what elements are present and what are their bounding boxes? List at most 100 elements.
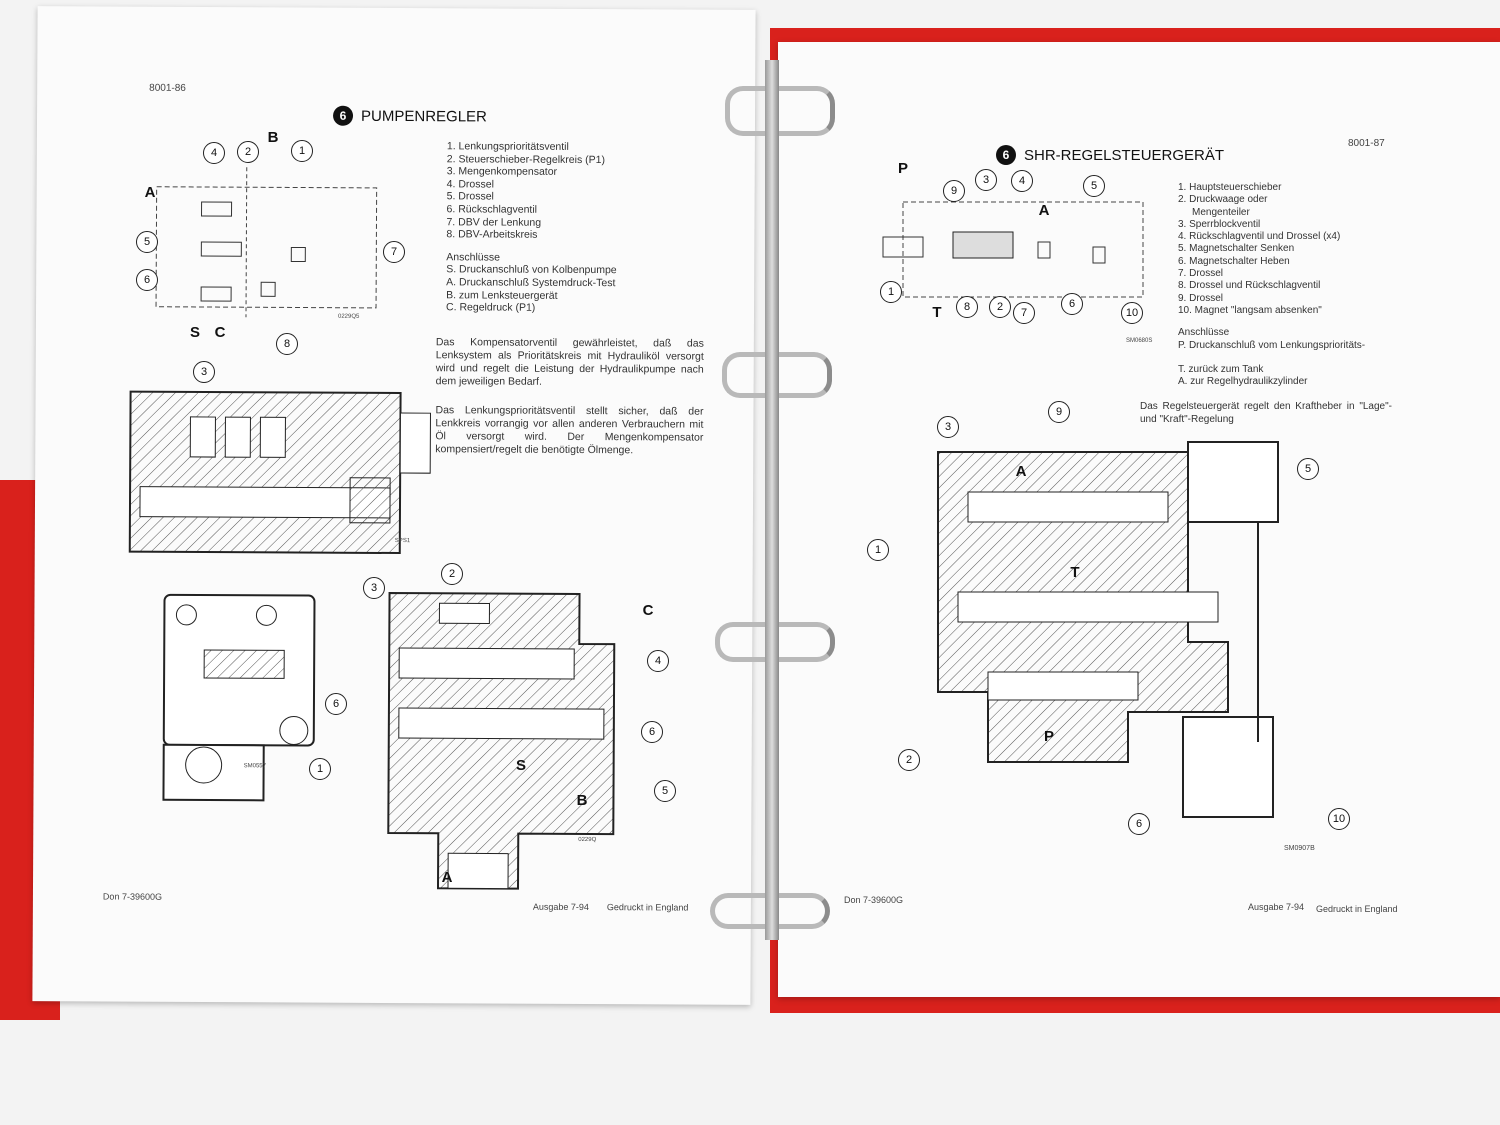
callout-number: 10	[1328, 808, 1350, 830]
list-item: 3. Sperrblockventil	[1178, 218, 1261, 230]
hydraulic-schematic	[882, 201, 1144, 298]
callout-number: 5	[654, 780, 676, 802]
footer-doc-number: Don 7-39600G	[844, 895, 904, 905]
control-valve-section-view	[937, 441, 1279, 818]
list-item: 6. Rückschlagventil	[446, 203, 538, 216]
page-title: PUMPENREGLER	[360, 107, 487, 125]
callout-number: 7	[1013, 302, 1035, 324]
callout-number: 1	[291, 140, 313, 162]
list-item: 4. Rückschlagventil und Drossel (x4)	[1178, 231, 1341, 243]
callout-number: 7	[383, 241, 405, 263]
callout-number: 4	[203, 142, 225, 164]
footer-issue: Ausgabe 7-94	[532, 901, 589, 913]
paragraph: Das Lenkungsprioritätsventil stellt sich…	[435, 404, 704, 457]
connections-heading: Anschlüsse	[446, 251, 501, 264]
list-item: S. Druckanschluß von Kolbenpumpe	[446, 263, 617, 277]
callout-number: 1	[309, 758, 331, 780]
list-item: P. Druckanschluß vom Lenkungsprioritäts-	[1178, 339, 1366, 351]
figure-code: 0229Q5	[337, 313, 360, 320]
section-heading: 6 SHR-REGELSTEUERGERÄT	[996, 145, 1224, 165]
page-number: 8001-87	[1348, 138, 1385, 149]
callout-number: 3	[937, 416, 959, 438]
callout-number: 6	[1061, 293, 1083, 315]
list-item: 5. Magnetschalter Senken	[1178, 243, 1295, 255]
callout-number: 4	[1011, 170, 1033, 192]
callout-number: 1	[880, 281, 902, 303]
right-page: 8001-87 6 SHR-REGELSTEUERGERÄT 1. Haupts…	[778, 42, 1500, 997]
valve-block-front-view	[162, 593, 316, 802]
port-letter: A	[441, 868, 453, 886]
connections-heading: Anschlüsse	[1178, 327, 1230, 339]
figure-code: SM0557	[243, 763, 267, 770]
port-letter: S	[515, 756, 526, 774]
callout-number: 6	[136, 269, 158, 291]
list-item: B. zum Lenksteuergerät	[446, 288, 558, 302]
callout-number: 2	[441, 563, 463, 585]
port-letter: T	[1070, 563, 1080, 581]
port-letter: C	[214, 323, 226, 341]
callout-number: 1	[867, 539, 889, 561]
binder-ring	[725, 86, 835, 136]
list-item: 1. Lenkungsprioritätsventil	[446, 140, 569, 153]
list-item: 4. Drossel	[446, 178, 494, 191]
list-item: A. Druckanschluß Systemdruck-Test	[446, 276, 616, 290]
figure-code: SM0680S	[1126, 338, 1153, 344]
port-letter: S	[189, 323, 200, 341]
list-item: 10. Magnet "langsam absenken"	[1178, 304, 1322, 316]
port-letter: P	[897, 159, 908, 177]
port-letter: P	[1043, 727, 1054, 745]
valve-section-drawing	[128, 390, 431, 555]
callout-number: 6	[1128, 813, 1150, 835]
port-letter: B	[576, 791, 588, 809]
section-heading: 6 PUMPENREGLER	[332, 105, 487, 127]
list-item: C. Regeldruck (P1)	[446, 301, 536, 314]
page-title: SHR-REGELSTEUERGERÄT	[1024, 146, 1225, 164]
list-item: 9. Drossel	[1178, 292, 1224, 304]
list-item: A. zur Regelhydraulikzylinder	[1178, 376, 1308, 388]
parts-list: 1. Hauptsteuerschieber 2. Druckwaage ode…	[1178, 182, 1365, 388]
footer-print: Gedruckt in England	[606, 902, 689, 913]
callout-number: 9	[1048, 401, 1070, 423]
port-letter: A	[1015, 462, 1027, 480]
list-item: 2. Druckwaage oder	[1178, 194, 1268, 206]
callout-number: 3	[193, 361, 215, 383]
list-item: 7. DBV der Lenkung	[446, 215, 542, 229]
list-item: 5. Drossel	[446, 190, 494, 203]
port-letter: C	[642, 601, 654, 619]
list-item: 6. Magnetschalter Heben	[1178, 255, 1290, 267]
callout-number: 4	[647, 650, 669, 672]
callout-number: 3	[363, 577, 385, 599]
list-item: 7. Drossel	[1178, 268, 1224, 280]
valve-block-section-view	[387, 591, 616, 890]
callout-number: 5	[136, 231, 158, 253]
port-letter: A	[144, 183, 156, 201]
list-item: 8. DBV-Arbeitskreis	[446, 228, 538, 241]
callout-number: 2	[989, 296, 1011, 318]
figure-code: SM0907B	[1284, 845, 1315, 852]
callout-number: 2	[237, 141, 259, 163]
callout-number: 5	[1297, 458, 1319, 480]
callout-number: 5	[1083, 175, 1105, 197]
callout-number: 10	[1121, 302, 1143, 324]
callout-number: 8	[956, 296, 978, 318]
callout-number: 3	[975, 169, 997, 191]
section-number-badge: 6	[332, 105, 354, 126]
footer-doc-number: Don 7-39600G	[102, 891, 163, 902]
list-item: 3. Mengenkompensator	[446, 165, 558, 179]
hydraulic-schematic	[155, 167, 378, 318]
list-item: 1. Hauptsteuerschieber	[1178, 182, 1282, 193]
page-number: 8001-86	[149, 82, 186, 94]
footer-issue: Ausgabe 7-94	[1248, 902, 1305, 912]
port-letter: A	[1038, 201, 1050, 219]
callout-number: 6	[325, 693, 347, 715]
paragraph: Das Regelsteuergerät regelt den Kraftheb…	[1140, 401, 1392, 425]
footer-print: Gedruckt in England	[1316, 904, 1398, 914]
callout-number: 6	[641, 721, 663, 743]
figure-code: 0229Q	[578, 836, 597, 844]
callout-number: 8	[276, 333, 298, 355]
section-number-badge: 6	[996, 145, 1016, 165]
callout-number: 9	[943, 180, 965, 202]
parts-list: 1. Lenkungsprioritätsventil 2. Steuersch…	[446, 140, 617, 315]
binder-spine-bar	[765, 60, 779, 940]
list-item: 2. Steuerschieber-Regelkreis (P1)	[446, 152, 606, 166]
